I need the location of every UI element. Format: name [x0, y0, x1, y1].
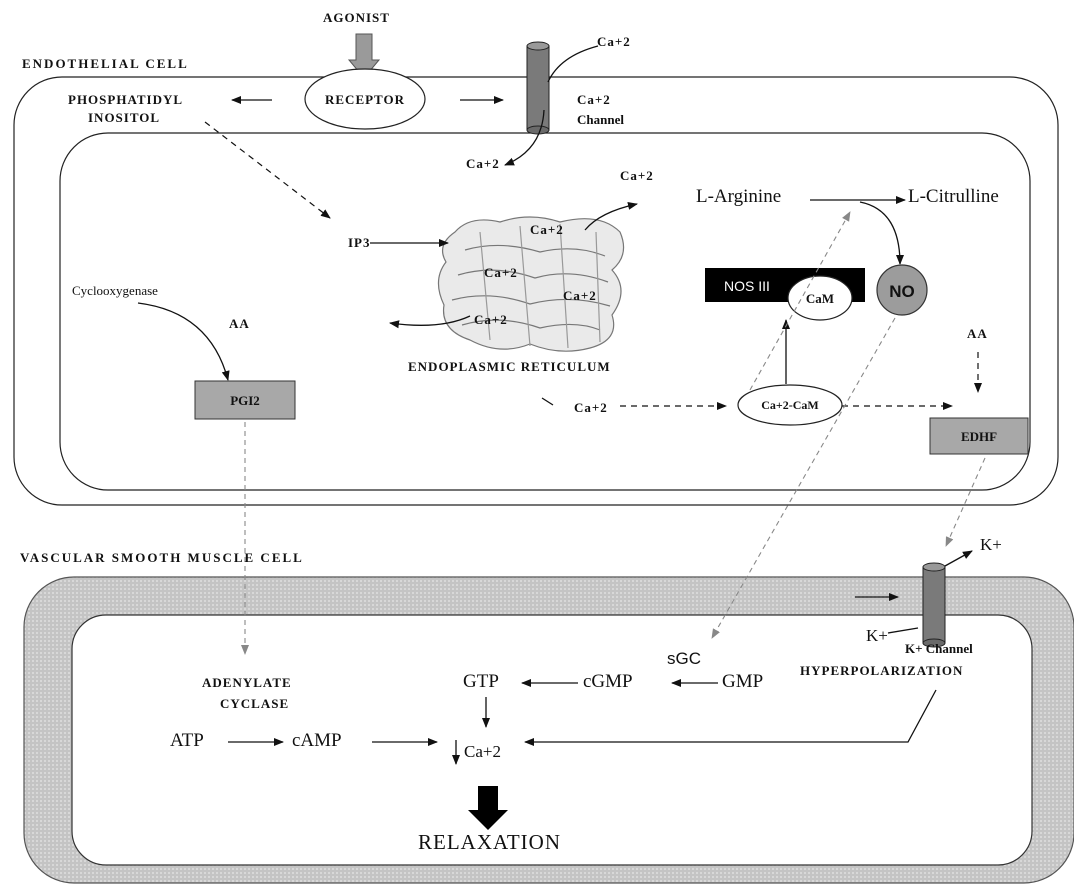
agonist-label: AGONIST	[323, 10, 390, 26]
gmp-label: GMP	[722, 671, 763, 693]
k-outside-label: K+	[980, 535, 1002, 555]
er-ca-top-label: Ca+2	[620, 168, 654, 184]
l-citrulline-label: L-Citrulline	[908, 186, 999, 208]
nos-iii-label: NOS III	[724, 278, 770, 294]
no-label: NO	[889, 282, 915, 301]
smooth-muscle-inner-membrane	[72, 615, 1032, 865]
cyclase-label: CYCLASE	[220, 696, 289, 712]
atp-label: ATP	[170, 730, 204, 752]
endoplasmic-reticulum-label: ENDOPLASMIC RETICULUM	[408, 359, 611, 375]
ca-channel-label-2: Channel	[577, 112, 624, 128]
k-inside-label: K+	[866, 626, 888, 646]
er-ca-label-1: Ca+2	[530, 222, 564, 238]
er-ca-label-3: Ca+2	[563, 288, 597, 304]
aa-left-label: AA	[229, 316, 250, 332]
er-ca-label-4: Ca+2	[474, 312, 508, 328]
k-channel-label: K+ Channel	[905, 641, 973, 657]
ca-channel-label-1: Ca+2	[577, 92, 611, 108]
inositol-label: INOSITOL	[88, 110, 160, 126]
k-efflux-arrow	[945, 551, 972, 566]
cam-label: CaM	[806, 291, 834, 306]
edhf-label: EDHF	[961, 429, 997, 444]
receptor-label: RECEPTOR	[325, 92, 405, 107]
ca-outside-label: Ca+2	[597, 34, 631, 50]
camp-label: cAMP	[292, 730, 342, 752]
pgi2-label: PGI2	[230, 393, 260, 408]
hyperpolarization-label: HYPERPOLARIZATION	[800, 663, 963, 679]
er-ca-label-2: Ca+2	[484, 265, 518, 281]
smooth-muscle-cell-title: VASCULAR SMOOTH MUSCLE CELL	[20, 550, 304, 566]
ip3-label: IP3	[348, 235, 371, 251]
aa-right-label: AA	[967, 326, 988, 342]
relaxation-label: RELAXATION	[418, 830, 561, 855]
ca-smooth-muscle-label: Ca+2	[464, 742, 501, 762]
cgmp-label: cGMP	[583, 671, 633, 693]
ca-inside-label: Ca+2	[466, 156, 500, 172]
ca-channel-icon	[527, 42, 549, 134]
phosphatidyl-label: PHOSPHATIDYL	[68, 92, 183, 108]
endothelial-cell-title: ENDOTHELIAL CELL	[22, 56, 189, 72]
gtp-label: GTP	[463, 671, 499, 693]
l-arginine-label: L-Arginine	[696, 186, 781, 208]
ca-mid-label: Ca+2	[574, 400, 608, 416]
sgc-label: sGC	[667, 649, 701, 669]
k-channel-icon	[923, 563, 945, 647]
cyclooxygenase-label: Cyclooxygenase	[72, 283, 158, 299]
adenylate-label: ADENYLATE	[202, 675, 292, 691]
ca-cam-label: Ca+2-CaM	[761, 398, 819, 412]
